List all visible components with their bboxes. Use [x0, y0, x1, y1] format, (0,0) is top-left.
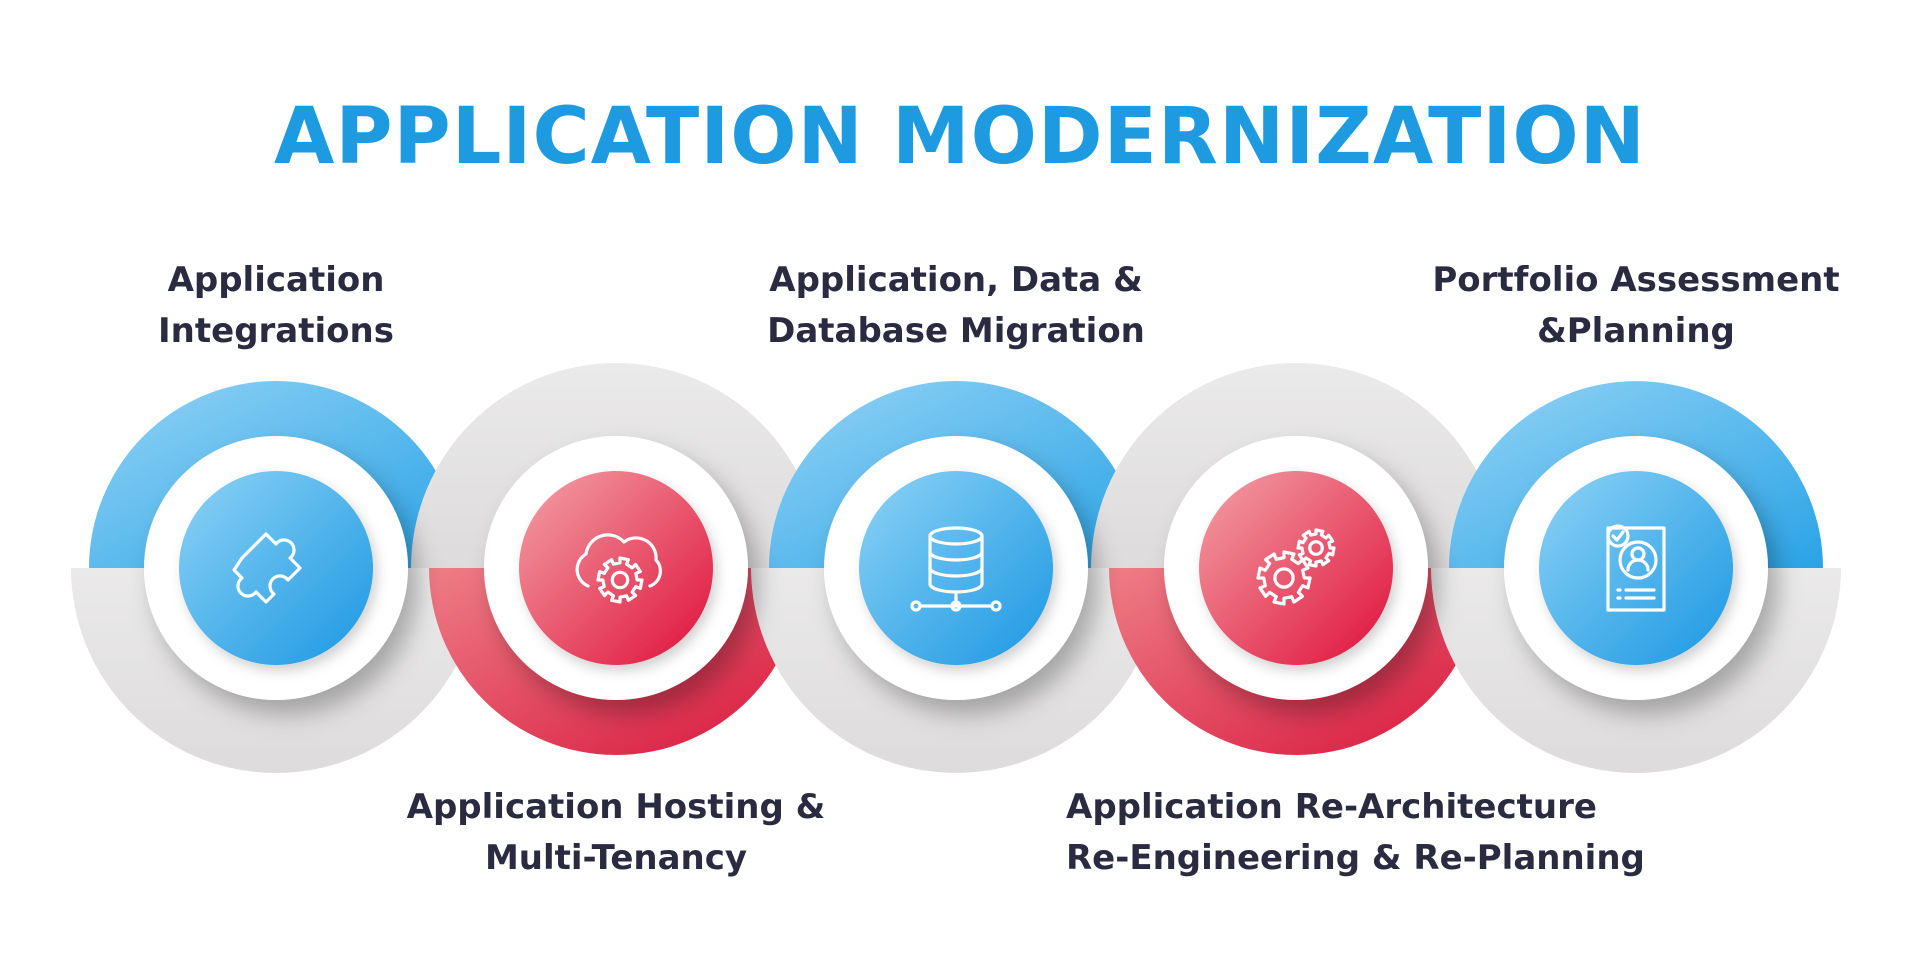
blue-disc: [179, 471, 373, 665]
step-label-2: Application Hosting & Multi-Tenancy: [386, 782, 846, 884]
connector-bands: [71, 363, 1841, 773]
step-label-3: Application, Data & Database Migration: [726, 255, 1186, 357]
step-nodes: [144, 436, 1768, 700]
step-label-line: Portfolio Assessment: [1432, 260, 1840, 300]
step-label-line: Application: [167, 260, 385, 300]
page-title: APPLICATION MODERNIZATION: [274, 92, 1646, 182]
step-label-line: Application Re-Architecture: [1066, 787, 1597, 827]
blue-band-3: [769, 381, 1143, 568]
gray-band-2: [411, 363, 821, 568]
gears-icon: [1256, 528, 1336, 606]
gray-band-4: [1091, 363, 1501, 568]
step-node-5: [1504, 436, 1768, 700]
cloud-gear-icon: [575, 533, 662, 604]
blue-band-5: [1449, 381, 1823, 568]
step-node-3: [824, 436, 1088, 700]
step-label-line: Database Migration: [767, 311, 1145, 351]
step-label-line: Re-Engineering & Re-Planning: [1066, 838, 1645, 878]
step-label-line: Integrations: [158, 311, 394, 351]
puzzle-icon: [232, 532, 302, 604]
database-icon: [910, 526, 1002, 612]
gray-band-5: [1431, 568, 1841, 773]
step-node-4: [1164, 436, 1428, 700]
step-node-1: [144, 436, 408, 700]
gray-band-1: [71, 568, 481, 773]
red-disc: [519, 471, 713, 665]
blue-disc: [859, 471, 1053, 665]
gray-band-3: [751, 568, 1161, 773]
blue-disc: [1539, 471, 1733, 665]
step-label-line: Application, Data &: [769, 260, 1143, 300]
profile-document-icon: [1606, 524, 1666, 612]
red-disc: [1199, 471, 1393, 665]
red-band-2: [429, 568, 803, 755]
step-label-line: Application Hosting &: [406, 787, 826, 827]
step-label-line: Multi-Tenancy: [484, 838, 748, 878]
step-label-line: &Planning: [1537, 311, 1735, 351]
blue-band-1: [89, 381, 463, 568]
step-label-5: Portfolio Assessment&Planning: [1406, 255, 1866, 357]
step-node-2: [484, 436, 748, 700]
red-band-4: [1109, 568, 1483, 755]
